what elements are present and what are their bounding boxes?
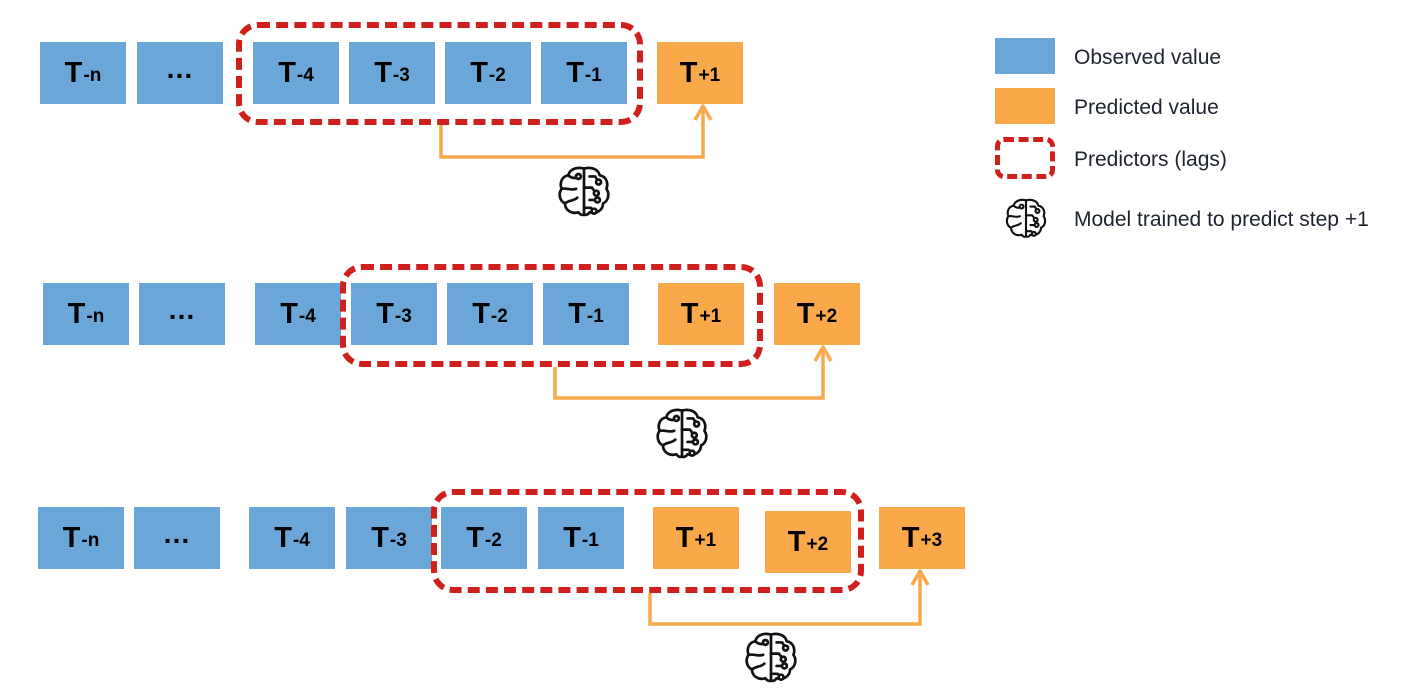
cell-subscript: -4 [296, 65, 314, 86]
cell-label: T [67, 297, 86, 330]
cell-subscript: -n [81, 530, 100, 551]
observed-cell: T-2 [447, 283, 533, 345]
predicted-cell: T+1 [657, 42, 743, 104]
cell-subscript: -3 [389, 530, 407, 551]
predicted-cell: T+1 [653, 507, 739, 569]
arrow-head [910, 569, 930, 586]
cell-subscript: +3 [920, 530, 943, 551]
brain-circuit-icon [1004, 196, 1048, 240]
cell-subscript: -3 [394, 306, 412, 327]
ellipsis-label: … [162, 518, 192, 549]
cell-label: T [680, 297, 699, 330]
legend-predicted-label: Predicted value [1074, 96, 1219, 119]
prediction-arrow [439, 110, 705, 159]
prediction-arrow [553, 351, 825, 400]
ellipsis-label: … [167, 294, 197, 325]
cell-subscript: -4 [292, 530, 310, 551]
cell-label: T [62, 521, 81, 554]
observed-cell: T-4 [249, 507, 335, 569]
predicted-cell: T+2 [774, 283, 860, 345]
brain-circuit-icon [556, 163, 612, 219]
legend-observed-swatch [995, 38, 1055, 74]
cell-subscript: -n [86, 306, 105, 327]
cell-label: T [566, 56, 584, 89]
predictors-lag-window [431, 489, 864, 593]
cell-label: T [675, 521, 694, 554]
observed-cell: T-3 [349, 42, 435, 104]
observed-cell: T-1 [538, 507, 624, 569]
cell-label: T [787, 525, 806, 558]
cell-label: T [376, 297, 394, 330]
predicted-cell: T+3 [879, 507, 965, 569]
legend-predicted-swatch [995, 88, 1055, 124]
predicted-cell: T+2 [765, 511, 851, 573]
observed-cell: … [139, 283, 225, 345]
observed-cell: T-1 [541, 42, 627, 104]
cell-label: T [374, 56, 392, 89]
cell-subscript: +2 [815, 306, 838, 327]
cell-subscript: +1 [694, 530, 717, 551]
predictors-lag-window [236, 22, 643, 125]
cell-subscript: -2 [484, 530, 502, 551]
observed-cell: T-1 [543, 283, 629, 345]
cell-label: T [568, 297, 586, 330]
cell-label: T [280, 297, 298, 330]
observed-cell: T-4 [255, 283, 341, 345]
cell-subscript: +1 [699, 306, 722, 327]
observed-cell: T-n [43, 283, 129, 345]
cell-subscript: -2 [488, 65, 506, 86]
observed-cell: … [134, 507, 220, 569]
cell-subscript: +1 [698, 65, 721, 86]
cell-label: T [371, 521, 389, 554]
cell-subscript: -1 [586, 306, 604, 327]
cell-label: T [901, 521, 920, 554]
cell-label: T [274, 521, 292, 554]
observed-cell: T-4 [253, 42, 339, 104]
cell-label: T [796, 297, 815, 330]
observed-cell: T-3 [346, 507, 432, 569]
observed-cell: T-n [38, 507, 124, 569]
ellipsis-label: … [165, 53, 195, 84]
cell-subscript: -4 [298, 306, 316, 327]
cell-label: T [472, 297, 490, 330]
cell-label: T [466, 521, 484, 554]
cell-subscript: -n [83, 65, 102, 86]
cell-subscript: +2 [806, 534, 829, 555]
observed-cell: T-n [40, 42, 126, 104]
cell-label: T [563, 521, 581, 554]
legend-predictors-swatch [995, 137, 1055, 179]
cell-label: T [278, 56, 296, 89]
cell-subscript: -1 [581, 530, 599, 551]
legend-observed-label: Observed value [1074, 46, 1222, 69]
observed-cell: T-2 [445, 42, 531, 104]
cell-subscript: -3 [392, 65, 410, 86]
cell-label: T [470, 56, 488, 89]
observed-cell: T-2 [441, 507, 527, 569]
arrow-head [693, 104, 713, 121]
predicted-cell: T+1 [658, 283, 744, 345]
predictors-lag-window [340, 264, 763, 367]
observed-cell: … [137, 42, 223, 104]
prediction-arrow [648, 575, 922, 626]
brain-circuit-icon [654, 405, 710, 461]
cell-subscript: -1 [584, 65, 602, 86]
legend-model-label: Model trained to predict step +1 [1074, 208, 1369, 231]
cell-subscript: -2 [490, 306, 508, 327]
arrow-head [813, 345, 833, 362]
brain-circuit-icon [743, 629, 799, 685]
legend-predictors-label: Predictors (lags) [1074, 148, 1227, 171]
observed-cell: T-3 [351, 283, 437, 345]
cell-label: T [679, 56, 698, 89]
cell-label: T [64, 56, 83, 89]
